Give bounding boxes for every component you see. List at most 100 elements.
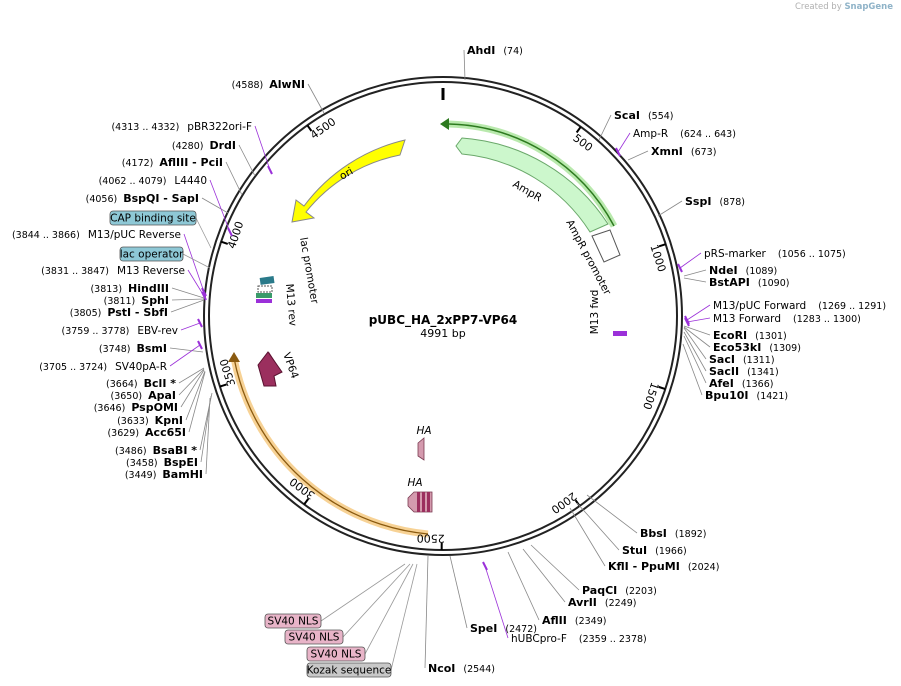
leader-primer <box>180 322 201 331</box>
ori-feature-arrow <box>291 139 406 223</box>
snapgene-brand: SnapGene <box>844 2 893 12</box>
leader-primer <box>686 304 711 321</box>
primer-label: (3831 .. 3847) M13 Reverse <box>41 265 185 277</box>
feature-box-label: SV40 NLS <box>289 632 340 644</box>
enzyme-name: ApaI <box>148 389 176 402</box>
enzyme-position: (1311) <box>743 355 775 366</box>
enzyme-name: AvrII <box>568 596 597 609</box>
feature-box-label: SV40 NLS <box>311 649 362 661</box>
primer-label: pRS-marker(1056 .. 1075) <box>704 248 846 260</box>
enzyme-name: SacII <box>709 365 739 378</box>
enzyme-position: (3646) <box>94 403 126 414</box>
enzyme-position: (1089) <box>746 266 778 277</box>
primer-name: M13 Reverse <box>117 265 185 277</box>
leader-enzyme <box>225 161 243 196</box>
enzyme-label: NcoI(2544) <box>428 662 495 675</box>
enzyme-name: PstI - SbfI <box>107 306 168 319</box>
leader-enzyme <box>569 507 606 567</box>
vp64-feature-arrow <box>257 351 283 387</box>
enzyme-name: Bpu10I <box>705 389 749 402</box>
backbone-inner <box>208 81 678 551</box>
enzyme-name: NdeI <box>709 264 738 277</box>
feature-box <box>306 646 366 662</box>
primer-label: (3759 .. 3778)EBV-rev <box>62 325 179 337</box>
leader-enzyme <box>169 347 204 353</box>
primer-mark <box>267 165 273 175</box>
primer-label: M13/pUC Forward(1269 .. 1291) <box>713 300 886 312</box>
enzyme-name: ScaI <box>614 109 640 122</box>
enzyme-label: (4588)AlwNI <box>232 78 305 91</box>
leader-primer <box>183 233 205 293</box>
enzyme-position: (4056) <box>86 194 118 205</box>
enzyme-position: (4280) <box>172 141 204 152</box>
primer-label: M13 Forward(1283 .. 1300) <box>713 313 861 325</box>
enzyme-label: SspI(878) <box>685 195 745 208</box>
primer-label: Amp-R(624 .. 643) <box>633 128 736 140</box>
tick-4500 <box>306 124 313 132</box>
lac-operator-mark <box>257 285 273 293</box>
feature-box-label: CAP binding site <box>110 213 196 225</box>
enzyme-name: Acc65I <box>145 426 186 439</box>
enzyme-name: NcoI <box>428 662 455 675</box>
enzyme-label: (3650)ApaI <box>111 389 177 402</box>
enzyme-name: SacI <box>709 353 735 366</box>
leader-enzyme <box>683 327 707 360</box>
enzyme-label: (3449)BamHI <box>125 468 203 481</box>
enzyme-name: BclI * <box>144 377 177 390</box>
m13-fwd-label: M13 fwd <box>589 290 601 335</box>
primer-range: (624 .. 643) <box>680 129 736 140</box>
enzyme-name: AflII <box>542 614 567 627</box>
enzyme-position: (2203) <box>625 586 657 597</box>
enzyme-label: (4280)DrdI <box>172 139 236 152</box>
leader-enzyme <box>522 548 566 603</box>
tick-label-1000: 1000 <box>647 243 668 274</box>
enzyme-name: BsaBI * <box>153 444 198 457</box>
primer-range: (3831 .. 3847) <box>41 266 109 277</box>
tick-1000 <box>658 243 667 248</box>
enzyme-name: HindIII <box>128 282 169 295</box>
enzyme-position: (3805) <box>70 308 102 319</box>
leader-box <box>182 253 211 269</box>
enzyme-label: (3486)BsaBI * <box>115 444 197 457</box>
plasmid-name: pUBC_HA_2xPP7-VP64 <box>369 313 518 328</box>
enzyme-position: (2024) <box>688 562 720 573</box>
enzyme-label: StuI(1966) <box>622 544 687 557</box>
enzyme-position: (1090) <box>758 278 790 289</box>
enzyme-label: Eco53kI(1309) <box>713 341 801 354</box>
primer-name: L4440 <box>174 175 207 187</box>
leader-enzyme <box>171 298 205 301</box>
primer-range: (4313 .. 4332) <box>111 122 179 133</box>
enzyme-position: (1966) <box>655 546 687 557</box>
enzyme-position: (1892) <box>675 529 707 540</box>
enzyme-name: PspOMI <box>131 401 178 414</box>
cap-site-mark <box>256 293 272 298</box>
enzyme-position: (1301) <box>755 331 787 342</box>
primer-label: hUBCpro-F(2359 .. 2378) <box>511 633 647 645</box>
enzyme-label: KflI - PpuMI(2024) <box>608 560 719 573</box>
leader-enzyme <box>205 397 211 475</box>
leader-primer <box>209 179 231 233</box>
primer-mark <box>201 291 207 301</box>
tick-3500 <box>219 383 227 388</box>
backbone-outer <box>203 76 683 556</box>
enzyme-name: BamHI <box>162 468 203 481</box>
primer-name: M13/pUC Forward <box>713 300 806 312</box>
ampr-feature-arrow <box>455 137 609 233</box>
enzyme-position: (2349) <box>575 616 607 627</box>
primer-mark <box>197 340 203 350</box>
leader-enzyme <box>586 494 638 534</box>
ampr-highlight-line <box>448 123 615 227</box>
primer-range: (4062 .. 4079) <box>99 176 167 187</box>
enzyme-position: (3813) <box>90 284 122 295</box>
enzyme-position: (74) <box>503 46 523 57</box>
primer-range: (1283 .. 1300) <box>793 314 861 325</box>
leader-enzyme <box>178 368 205 396</box>
leader-enzyme <box>530 544 580 591</box>
enzyme-label: (3458)BspEI <box>126 456 198 469</box>
primer-mark <box>197 318 203 328</box>
enzyme-name: BspQI - SapI <box>123 192 199 205</box>
ori-label: ori <box>338 165 356 182</box>
leader-enzyme <box>188 371 206 433</box>
enzyme-name: KpnI <box>155 414 183 427</box>
